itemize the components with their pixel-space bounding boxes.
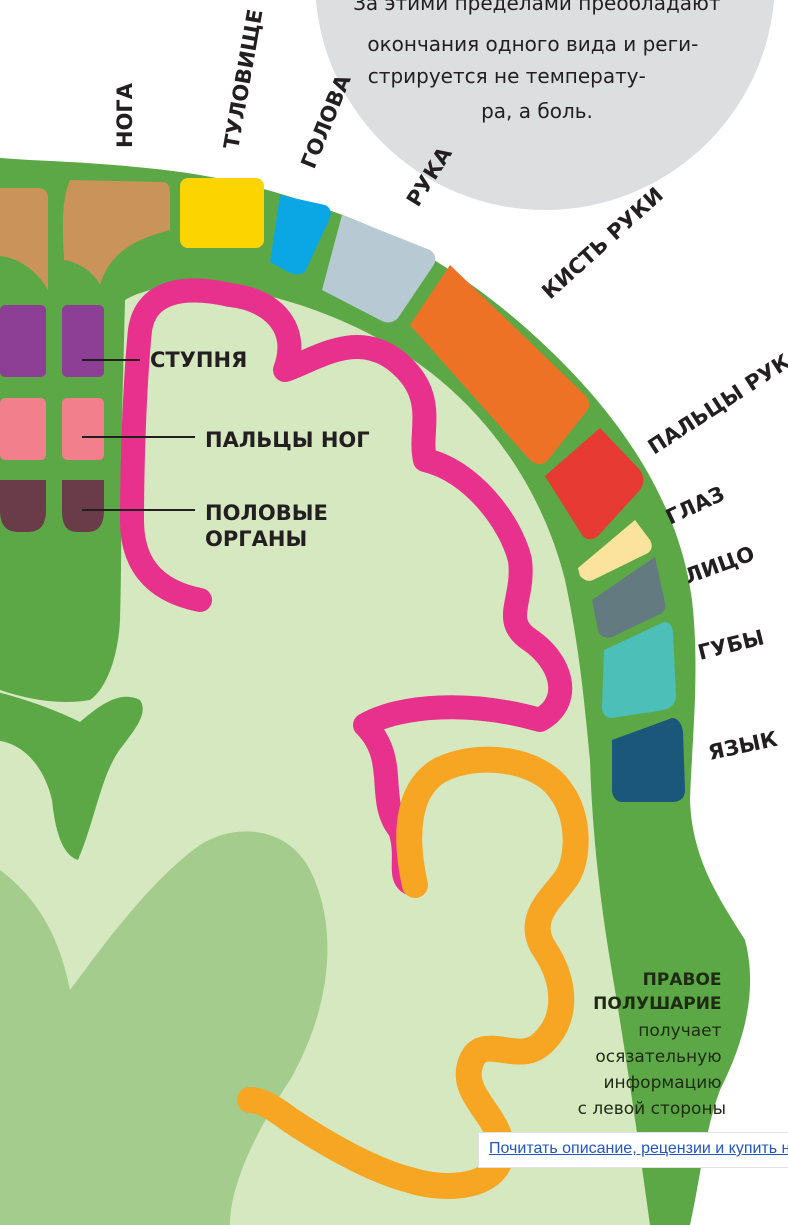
read-more-link[interactable]: Почитать описание, рецензии и купить на … xyxy=(478,1132,788,1168)
label-genitals-1: ПОЛОВЫЕ xyxy=(205,501,328,525)
foot-block-left xyxy=(0,305,46,377)
genitals-block-left xyxy=(0,480,46,532)
label-fingers: ПАЛЬЦЫ РУК xyxy=(644,349,788,459)
hemisphere-title-2: ПОЛУШАРИЕ xyxy=(593,994,721,1014)
toes-block-right xyxy=(62,398,104,460)
label-tongue: ЯЗЫК xyxy=(706,727,779,765)
label-torso: ТУЛОВИЩЕ xyxy=(219,7,267,151)
torso-block xyxy=(180,178,264,248)
toes-block-left xyxy=(0,398,46,460)
genitals-block-right xyxy=(62,480,104,532)
callout-line-4: ра, а боль. xyxy=(481,99,593,123)
hemisphere-text-4: с левой стороны xyxy=(578,1099,726,1119)
callout-line-2: окончания одного вида и реги- xyxy=(367,32,698,56)
label-foot: СТУПНЯ xyxy=(150,348,247,372)
label-head: ГОЛОВА xyxy=(296,71,356,172)
label-eye: ГЛАЗ xyxy=(662,482,728,530)
callout-line-3: стрируется не температу- xyxy=(368,64,646,88)
foot-block-right xyxy=(62,305,104,377)
label-face: ЛИЦО xyxy=(682,541,758,588)
label-leg: НОГА xyxy=(113,82,137,148)
label-toes: ПАЛЬЦЫ НОГ xyxy=(205,428,370,452)
hemisphere-text-3: информацию xyxy=(603,1073,721,1093)
callout-line-1: За этими пределами преобладают xyxy=(353,0,721,15)
label-lips: ГУБЫ xyxy=(695,625,766,665)
hemisphere-text-1: получает xyxy=(638,1021,721,1041)
label-genitals-2: ОРГАНЫ xyxy=(205,527,307,551)
hemisphere-title-1: ПРАВОЕ xyxy=(643,970,722,990)
hemisphere-text-2: осязательную xyxy=(595,1047,721,1067)
